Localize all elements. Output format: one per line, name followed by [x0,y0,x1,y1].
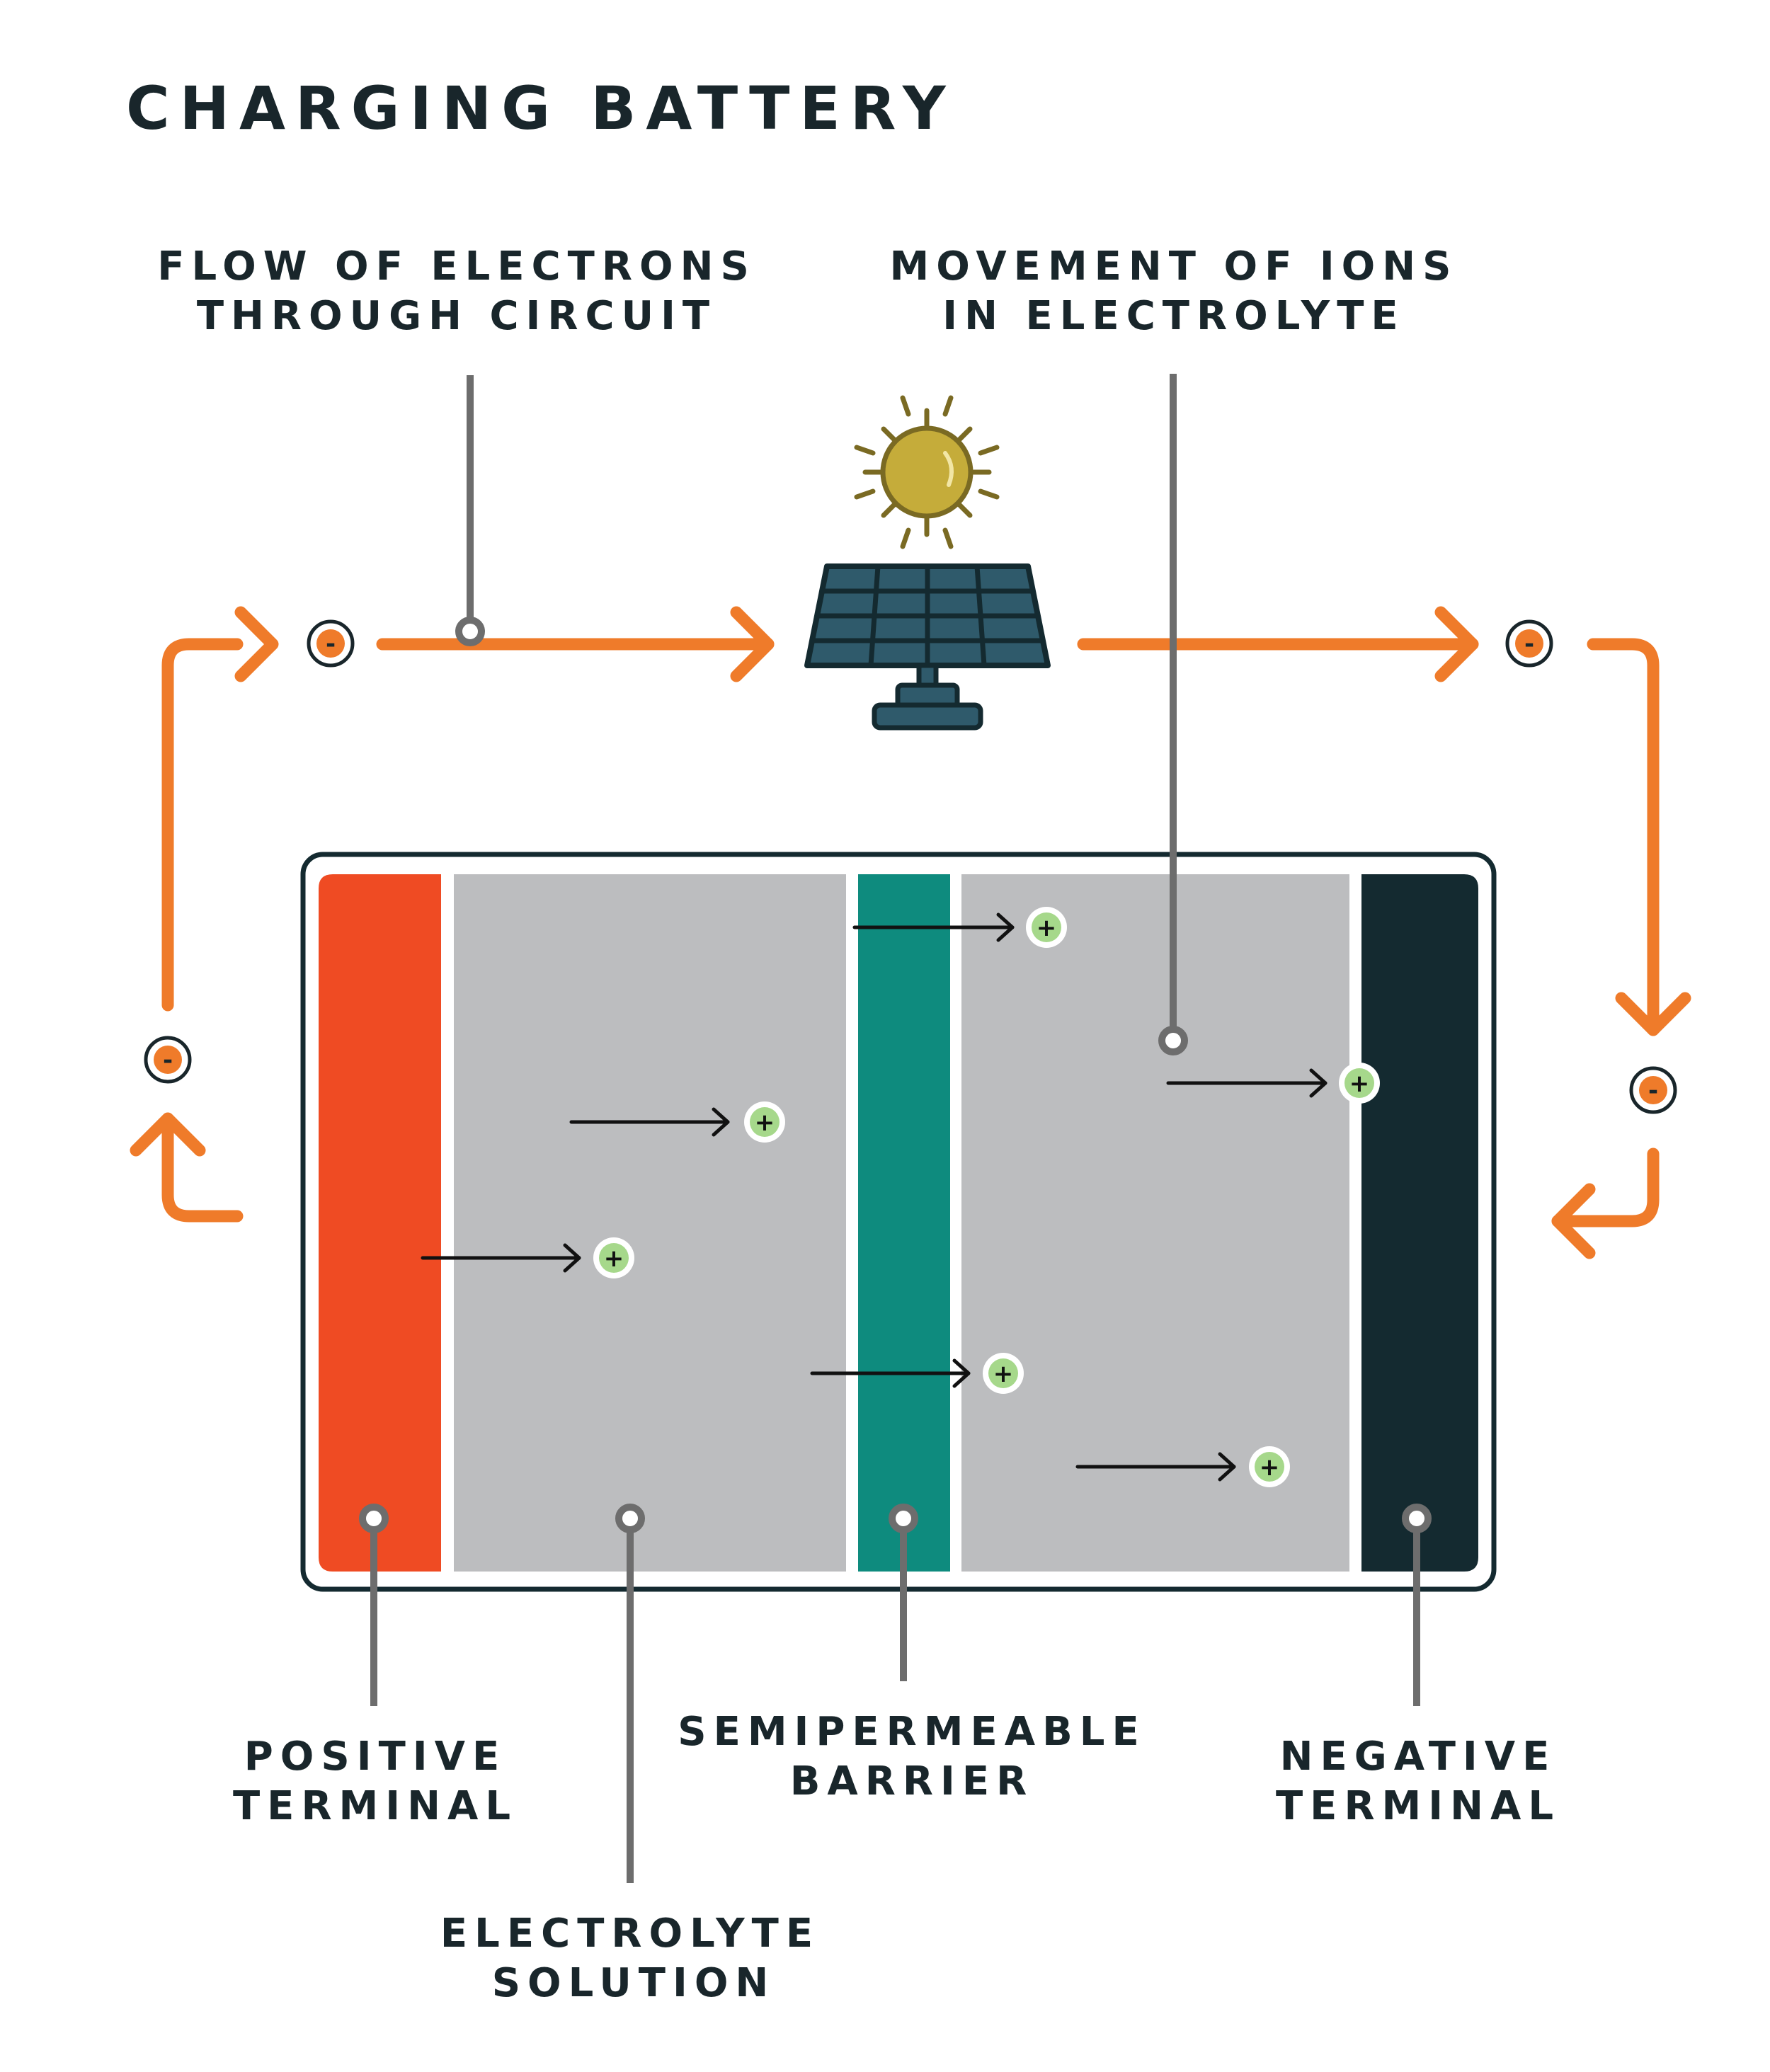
ion: + [1026,907,1067,948]
circuit-arrowhead-panel-out [1434,606,1479,682]
electron-flow-label: FLOW OF ELECTRONS THROUGH CIRCUIT [157,244,756,339]
semipermeable-barrier-label-line1: SEMIPERMEABLE [678,1709,1146,1755]
circuit-arrowhead-panel-in [730,606,775,682]
ion-arrow [852,912,1015,942]
positive-terminal-label-line1: POSITIVE [244,1734,506,1780]
battery [300,852,1497,1592]
electron: - [307,619,355,668]
electrolyte-solution-label-line1: ELECTROLYTE [440,1911,820,1957]
negative-terminal-label-line2: TERMINAL [1276,1783,1560,1829]
electron-flow-label-line2: THROUGH CIRCUIT [197,293,716,339]
electrolyte-solution-label-line2: SOLUTION [492,1960,776,2006]
circuit-path [130,606,1691,1259]
electron: - [1629,1066,1677,1114]
ion-sign: + [755,1109,775,1137]
leader-line-electron-flow [455,375,485,646]
leader-line-electrolyte-solution [615,1504,645,1883]
positive-terminal [319,874,441,1572]
ion: + [593,1237,634,1278]
ion-movement-label-line2: IN ELECTROLYTE [942,293,1405,339]
circuit-left-lower [161,1116,244,1223]
ion-sign: + [1037,914,1057,942]
page-title: CHARGING BATTERY [126,74,956,143]
semipermeable-barrier [858,874,950,1572]
solar-panel-icon [804,563,1051,731]
leader-line-semipermeable-barrier [889,1504,918,1681]
electron: - [1505,619,1553,668]
circuit-arrowhead-left-up [130,1112,206,1157]
leader-line-negative-terminal [1402,1504,1432,1706]
ion: + [1249,1446,1290,1487]
electron-sign: - [326,630,336,658]
circuit-left-upper [161,638,244,1012]
electron: - [144,1036,192,1084]
ion-sign: + [1349,1070,1370,1098]
ion: + [744,1101,785,1143]
electron-sign: - [1648,1077,1658,1105]
positive-terminal-label-line2: TERMINAL [233,1783,518,1829]
sun-icon [854,395,1000,549]
negative-terminal-label-line1: NEGATIVE [1280,1734,1557,1780]
ion: + [983,1353,1024,1394]
negative-terminal [1361,874,1478,1572]
ion-movement-label: MOVEMENT OF IONS IN ELECTROLYTE [890,244,1458,339]
circuit-right-lower [1551,1147,1660,1227]
semipermeable-barrier-label: SEMIPERMEABLE BARRIER [678,1709,1146,1804]
ion: + [1339,1063,1380,1104]
leader-line-ion-movement [1158,374,1188,1055]
ion-sign: + [993,1360,1014,1388]
electrolyte-solution-label: ELECTROLYTE SOLUTION [440,1911,820,2006]
ion-sign: + [1260,1453,1280,1482]
circuit-arrowhead-right-down [1615,992,1691,1036]
semipermeable-barrier-label-line2: BARRIER [790,1758,1034,1804]
circuit-right-upper [1587,638,1660,1036]
circuit-arrowhead-into-battery [1551,1183,1596,1259]
ion-arrow [569,1107,730,1137]
ion-movement-label-line1: MOVEMENT OF IONS [890,244,1458,290]
ion-arrow [1075,1452,1236,1482]
negative-terminal-label: NEGATIVE TERMINAL [1276,1734,1560,1829]
electron-flow-label-line1: FLOW OF ELECTRONS [157,244,756,290]
electron-sign: - [163,1046,173,1075]
electron-sign: - [1524,630,1534,658]
ion-arrow [810,1358,971,1388]
electrolyte-left [454,874,846,1572]
positive-terminal-label: POSITIVE TERMINAL [233,1734,518,1829]
leader-line-positive-terminal [359,1504,389,1706]
ion-sign: + [604,1244,624,1273]
circuit-arrowhead-top-left [234,606,279,682]
ion-arrow [1166,1068,1328,1098]
ion-arrow [421,1243,581,1273]
